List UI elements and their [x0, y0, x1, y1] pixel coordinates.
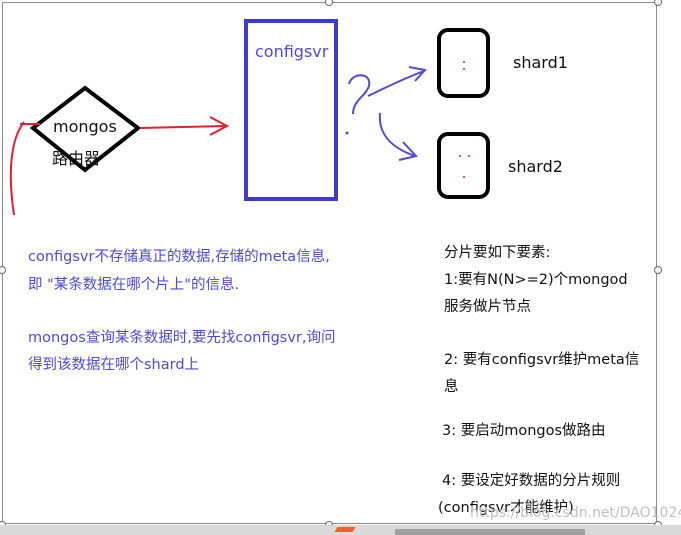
shard2-dot: [463, 176, 465, 178]
mongos-diamond: [29, 85, 142, 173]
shard1-dot: [463, 68, 465, 70]
resize-handle-top-right[interactable]: [654, 0, 662, 6]
note-right-line: 息: [444, 379, 459, 395]
note-right-line: 1:要有N(N>=2)个mongod: [444, 272, 628, 288]
note-left-line: mongos查询某条数据时,要先找configsvr,询问: [28, 330, 336, 346]
shard2-box: [437, 132, 490, 199]
resize-handle-top[interactable]: [325, 0, 333, 6]
question-squiggle: [348, 74, 371, 115]
note-left-line: configsvr不存储真正的数据,存储的meta信息,: [28, 249, 330, 265]
shard1-box: [437, 28, 490, 98]
shard1-dot: [463, 61, 465, 63]
note-left-line: 即 "某条数据在哪个片上"的信息.: [28, 277, 240, 293]
shard2-dot: [459, 155, 461, 157]
configsvr-label: configsvr: [255, 42, 329, 61]
note-right-line: (configsvr才能维护): [438, 500, 574, 516]
note-left-line: 得到该数据在哪个shard上: [28, 357, 200, 373]
arrow-to-shard1-head: [408, 66, 427, 82]
mongos-to-configsvr-arrow: [139, 125, 227, 129]
note-right-line: 2: 要有configsvr维护meta信: [444, 352, 640, 368]
question-dot: [345, 131, 349, 135]
scrollbar-thumb[interactable]: [395, 529, 585, 535]
note-right-line: 服务做片节点: [444, 299, 531, 315]
resize-handle-right[interactable]: [654, 266, 662, 274]
router-label: 路由器: [52, 149, 101, 168]
mongos-label: mongos: [53, 117, 117, 136]
shard1-label: shard1: [513, 53, 568, 72]
shard2-dot: [468, 155, 470, 157]
note-right-line: 4: 要设定好数据的分片规则: [442, 473, 621, 489]
arrow-to-shard1: [367, 70, 425, 97]
shard2-label: shard2: [508, 157, 563, 176]
configsvr-box: [244, 19, 338, 201]
arrow-to-shard2-head: [398, 141, 418, 161]
resize-handle-left[interactable]: [0, 266, 6, 274]
watermark: https://blog.csdn.net/DAO1024: [470, 505, 681, 521]
client-curve: [9, 121, 25, 216]
cursor-mark: [334, 527, 356, 532]
mongos-to-configsvr-arrowhead: [209, 116, 230, 136]
arrow-to-shard2: [378, 112, 416, 157]
note-right-line: 3: 要启动mongos做路由: [442, 423, 606, 439]
note-right-heading: 分片要如下要素:: [444, 245, 551, 261]
